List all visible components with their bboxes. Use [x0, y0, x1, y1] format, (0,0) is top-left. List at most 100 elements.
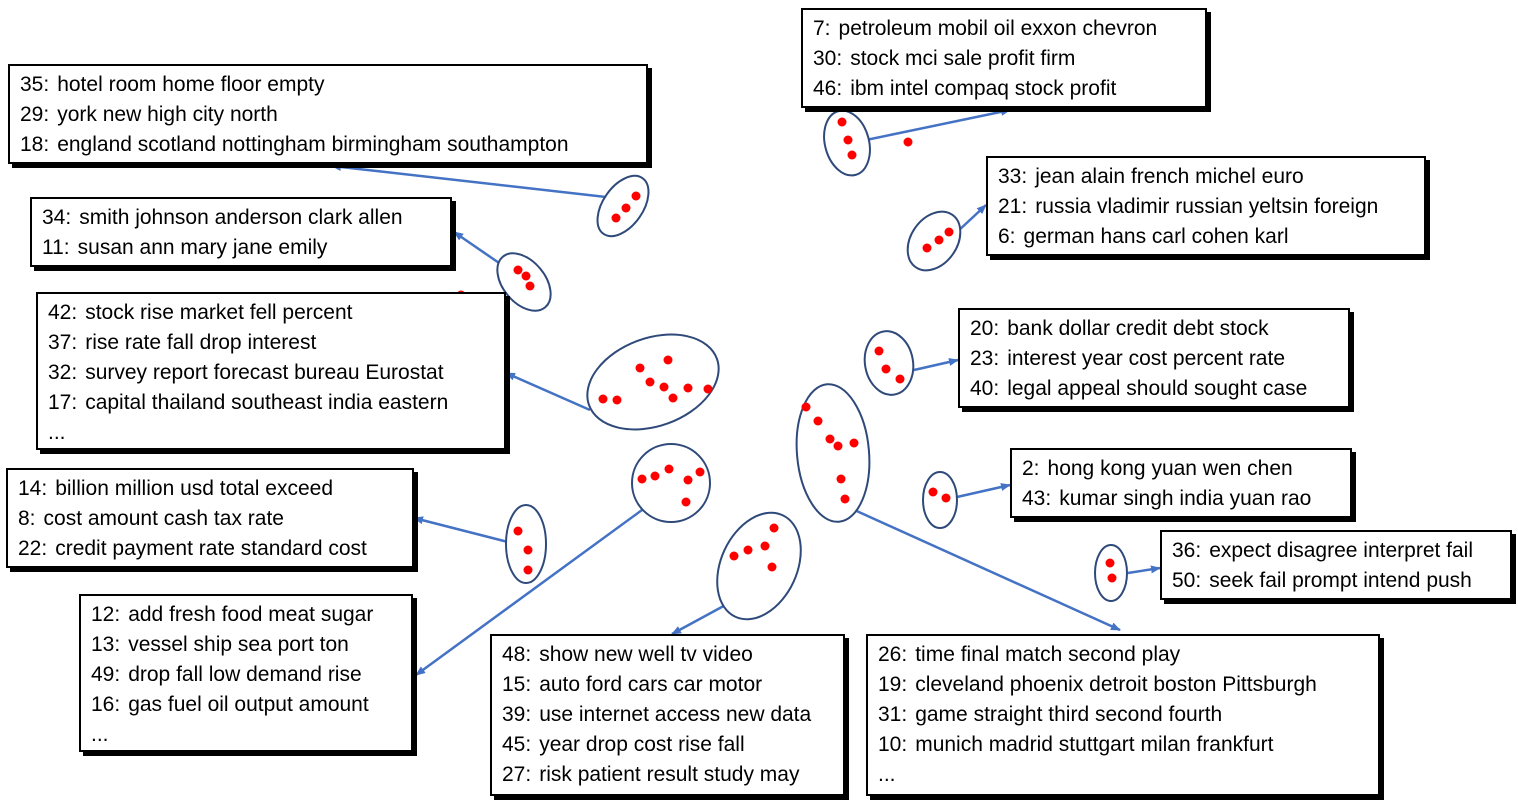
arrow-to-box-2 — [453, 230, 503, 267]
topic-number: 35: — [20, 73, 50, 96]
topic-line: 18:england scotland nottingham birmingha… — [20, 130, 636, 160]
topic-words: hotel room home floor empty — [57, 73, 325, 96]
topic-dot — [513, 265, 523, 275]
topic-line: 7:petroleum mobil oil exxon chevron — [813, 14, 1195, 44]
topic-words: billion million usd total exceed — [55, 477, 334, 500]
topic-dot — [663, 355, 673, 365]
topic-dot — [637, 474, 647, 484]
topic-line: 34:smith johnson anderson clark allen — [42, 203, 440, 233]
topic-words: gas fuel oil output amount — [128, 693, 369, 716]
topic-number: 20: — [970, 317, 1000, 340]
topic-line: 20:bank dollar credit debt stock — [970, 314, 1338, 344]
topic-number: 43: — [1022, 487, 1052, 510]
arrow-to-box-6 — [671, 600, 732, 636]
topic-dot — [769, 523, 779, 533]
arrow-to-box-7 — [849, 506, 1121, 632]
topic-words: time final match second play — [915, 643, 1181, 666]
arrow-to-box-3 — [505, 371, 591, 412]
topic-number: 19: — [878, 673, 908, 696]
topic-words: vessel ship sea port ton — [128, 633, 349, 656]
cluster-lower-mid — [716, 511, 802, 621]
topic-dot — [836, 474, 846, 484]
topic-dot — [837, 117, 847, 127]
cluster-upper-left-b — [496, 252, 552, 312]
arrow-to-box-5 — [415, 508, 643, 677]
topic-words: add fresh food meat sugar — [128, 603, 374, 626]
topic-box-1: 35: hotel room home floor empty 29:york ne… — [8, 64, 648, 164]
topic-dot — [703, 384, 713, 394]
cluster-right-b — [863, 330, 915, 396]
cluster-center-right — [795, 383, 871, 523]
topic-words: show new well tv video — [539, 643, 753, 666]
cluster-ellipse — [922, 471, 958, 529]
cluster-left-c — [505, 504, 547, 584]
topic-number: 7: — [813, 17, 831, 40]
cluster-topright-a — [823, 109, 871, 177]
topic-words: risk patient result study may — [539, 763, 800, 786]
topic-number: 48: — [502, 643, 532, 666]
topic-words: interest year cost percent rate — [1007, 347, 1286, 370]
topic-number: 6: — [998, 225, 1016, 248]
topic-words: expect disagree interpret fail — [1209, 539, 1474, 562]
topic-line: 11:susan ann mary jane emily — [42, 233, 440, 263]
topic-dot — [598, 394, 608, 404]
topic-number: 11: — [42, 236, 70, 259]
topic-dot — [944, 227, 954, 237]
topic-words: stock rise market fell percent — [85, 301, 353, 324]
topic-dot — [681, 497, 691, 507]
topic-dot — [843, 135, 853, 145]
topic-words: drop fall low demand rise — [128, 663, 362, 686]
topic-number: 10: — [878, 733, 908, 756]
topic-number: 27: — [502, 763, 532, 786]
topic-number: 16: — [91, 693, 121, 716]
topic-line: 39:use internet access new data — [502, 700, 833, 730]
topic-dot — [934, 235, 944, 245]
topic-number: 14: — [18, 477, 48, 500]
topic-words: legal appeal should sought case — [1007, 377, 1308, 400]
topic-box-10: 20:bank dollar credit debt stock 23: inter… — [958, 308, 1350, 408]
cluster-ellipse — [1094, 544, 1128, 602]
topic-line: 49:drop fall low demand rise — [91, 660, 401, 690]
topic-number: 39: — [502, 703, 532, 726]
topic-number: 12: — [91, 603, 121, 626]
arrow-to-box-11 — [956, 483, 1011, 499]
topic-dot — [840, 494, 850, 504]
topic-dot — [849, 438, 859, 448]
topic-dot — [729, 551, 739, 561]
topic-line: 31:game straight third second fourth — [878, 700, 1368, 730]
topic-words: york new high city north — [57, 103, 278, 126]
topic-dot — [611, 213, 621, 223]
cluster-ellipse — [631, 443, 711, 523]
topic-dot — [833, 441, 843, 451]
topic-number: 45: — [502, 733, 532, 756]
topic-number: 23: — [970, 347, 1000, 370]
topic-line: 21:russia vladimir russian yeltsin forei… — [998, 192, 1414, 222]
topic-line: 6: german hans carl cohen karl — [998, 222, 1414, 252]
topic-number: 37: — [48, 331, 78, 354]
topic-number: 34: — [42, 206, 72, 229]
topic-words: cleveland phoenix detroit boston Pittsbu… — [915, 673, 1317, 696]
topic-dot — [874, 346, 884, 356]
topic-dot — [767, 562, 777, 572]
topic-words: munich madrid stuttgart milan frankfurt — [915, 733, 1274, 756]
topic-words: seek fail prompt intend push — [1209, 569, 1472, 592]
topic-dot — [941, 493, 951, 503]
topic-dot — [1105, 558, 1115, 568]
topic-line: 29:york new high city north — [20, 100, 636, 130]
topic-words: survey report forecast bureau Eurostat — [85, 361, 444, 384]
topic-dot — [631, 191, 641, 201]
topic-number: 30: — [813, 47, 843, 70]
topic-line: 40: legal appeal should sought case — [970, 374, 1338, 404]
topic-number: 40: — [970, 377, 1000, 400]
topic-dot — [683, 383, 693, 393]
topic-line: 36:expect disagree interpret fail — [1172, 536, 1500, 566]
topic-words: capital thailand southeast india eastern — [85, 391, 449, 414]
topic-line: 14: billion million usd total exceed — [18, 474, 402, 504]
topic-words: german hans carl cohen karl — [1023, 225, 1289, 248]
